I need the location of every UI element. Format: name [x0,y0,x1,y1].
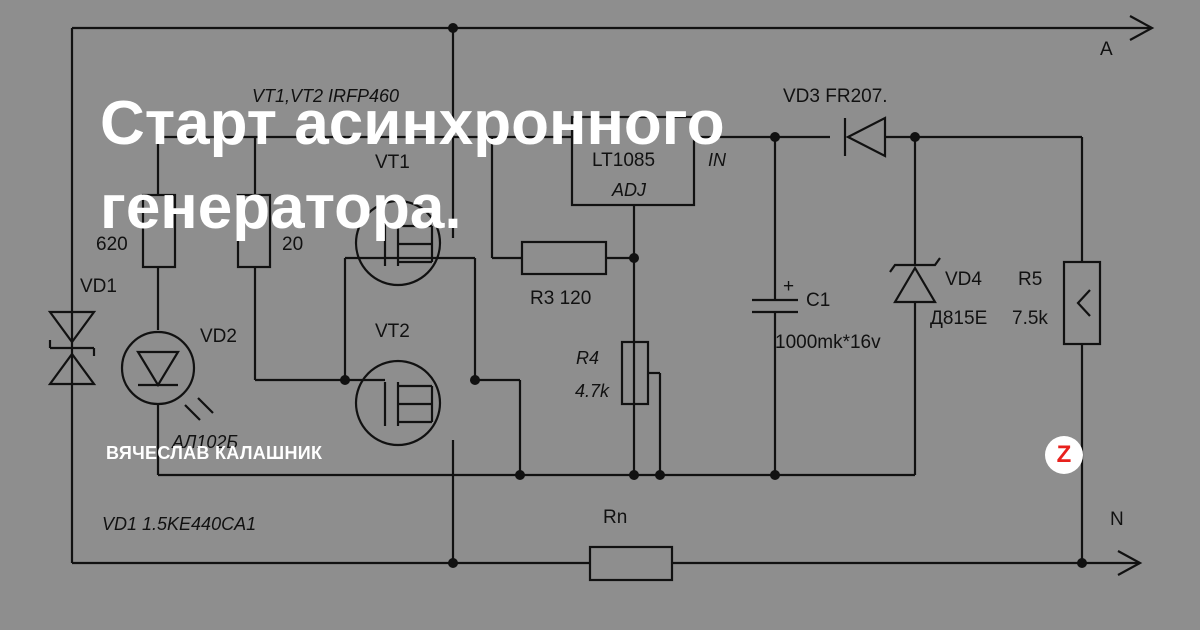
terminal-n-label: N [1110,509,1124,530]
c1-value: 1000mk*16v [775,332,881,353]
rail-n [72,550,1143,576]
vd4-zener [889,137,941,475]
regulator-name: LT1085 [592,150,655,171]
author-name[interactable]: ВЯЧЕСЛАВ КАЛАШНИК [106,443,323,463]
r5-label: R5 [1018,269,1042,290]
rn-label: Rn [603,507,627,528]
transistors-note: VT1,VT2 IRFP460 [252,86,399,106]
r5-value: 7.5k [1012,308,1048,329]
vt1-label: VT1 [375,152,410,173]
regulator-adj: ADJ [611,180,647,200]
c1-label: C1 [806,290,830,311]
vt2-mosfet [354,359,442,447]
vd1-label: VD1 [80,276,117,297]
rail-a [70,15,1155,563]
terminal-a-label: A [1100,39,1113,60]
vd1-tvs [47,310,97,386]
vd4-label: VD4 [945,269,982,290]
r2-value: 20 [282,234,303,255]
vd3-label: VD3 FR207. [783,86,888,107]
vd2-led [120,330,214,475]
vd3-diode [843,116,887,158]
r5-resistor [1062,260,1102,346]
zen-logo-icon[interactable]: Z [1045,436,1083,474]
vd2-label: VD2 [200,326,237,347]
rn-resistor [588,545,674,582]
vt2-label: VT2 [375,321,410,342]
junction-dots [340,23,1087,568]
article-title: Старт асинхронного генератора. [100,89,725,242]
vd2-part: АЛ102Б [171,432,238,452]
r4-label: R4 [576,348,599,368]
r3-label: R3 120 [530,288,591,309]
regulator-in: IN [708,150,727,170]
r1-value: 620 [96,234,128,255]
r4-value: 4.7k [575,381,610,401]
vd4-part: Д815Е [930,308,987,329]
c1-plus: + [783,276,794,297]
c1-capacitor [752,137,798,475]
vd1-note: VD1 1.5KE440CA1 [102,514,256,534]
